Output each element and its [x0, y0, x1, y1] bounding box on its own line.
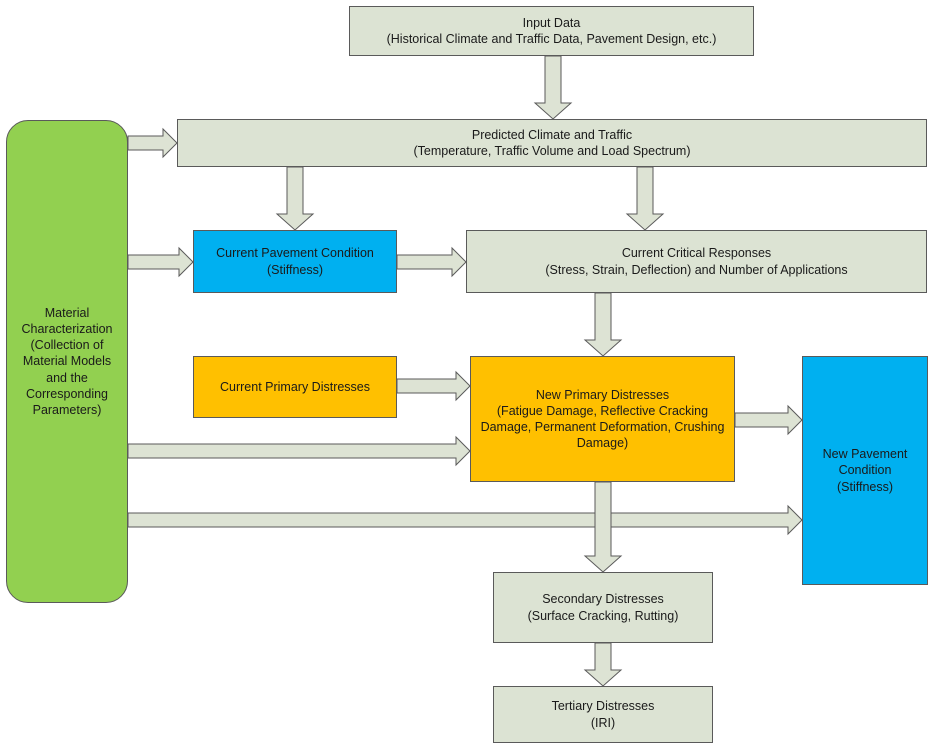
new-primary-line-1: New Primary Distresses: [535, 387, 670, 402]
material-characterization-box: Material Characterization (Collection of…: [6, 120, 128, 603]
new-primary-line-2: (Fatigue Damage, Reflective Cracking: [496, 403, 709, 418]
current-responses-detail: (Stress, Strain, Deflection) and Number …: [545, 262, 848, 277]
current-pavement-detail: (Stiffness): [266, 262, 324, 277]
arrow-pavement-to-responses: [396, 246, 467, 278]
arrow-currentprimary-to-new: [396, 370, 471, 402]
arrow-material-to-predicted: [127, 127, 178, 159]
arrow-predicted-to-pavement: [275, 166, 315, 231]
predicted-climate-title: Predicted Climate and Traffic: [471, 127, 633, 142]
arrow-material-to-pavement: [127, 246, 194, 278]
arrow-responses-to-newprimary: [583, 292, 623, 357]
current-critical-responses-box: Current Critical Responses (Stress, Stra…: [466, 230, 927, 293]
new-primary-line-4: Damage): [576, 436, 629, 451]
material-line-2: Characterization: [21, 321, 113, 336]
input-data-detail: (Historical Climate and Traffic Data, Pa…: [386, 32, 717, 46]
predicted-climate-detail: (Temperature, Traffic Volume and Load Sp…: [413, 144, 691, 158]
new-pavement-line-2: Condition: [838, 463, 892, 478]
secondary-detail: (Surface Cracking, Rutting): [527, 608, 679, 623]
current-pavement-title: Current Pavement Condition: [216, 246, 374, 261]
arrow-newprimary-to-newpavement: [734, 404, 803, 436]
new-pavement-condition-box: New Pavement Condition (Stiffness): [802, 356, 928, 585]
arrow-input-to-predicted: [533, 55, 573, 120]
secondary-title: Secondary Distresses: [542, 592, 664, 607]
new-pavement-line-1: New Pavement: [822, 447, 908, 462]
material-line-1: Material: [44, 305, 90, 320]
tertiary-title: Tertiary Distresses: [551, 699, 655, 714]
input-data-box: Input Data (Historical Climate and Traff…: [349, 6, 754, 56]
material-line-3: (Collection of: [30, 338, 104, 353]
current-primary-distresses-box: Current Primary Distresses: [193, 356, 397, 418]
new-primary-line-3: Damage, Permanent Deformation, Crushing: [480, 420, 725, 434]
current-responses-title: Current Critical Responses: [621, 246, 772, 261]
new-pavement-line-3: (Stiffness): [836, 479, 894, 494]
material-line-7: Parameters): [32, 403, 102, 418]
secondary-distresses-box: Secondary Distresses (Surface Cracking, …: [493, 572, 713, 643]
current-primary-title: Current Primary Distresses: [219, 379, 371, 394]
arrow-material-to-newprimary: [127, 435, 471, 467]
current-pavement-condition-box: Current Pavement Condition (Stiffness): [193, 230, 397, 293]
new-primary-distresses-box: New Primary Distresses (Fatigue Damage, …: [470, 356, 735, 482]
predicted-climate-box: Predicted Climate and Traffic (Temperatu…: [177, 119, 927, 167]
arrow-newprimary-to-secondary: [583, 481, 623, 573]
material-line-6: Corresponding: [26, 386, 108, 401]
tertiary-detail: (IRI): [590, 715, 616, 730]
material-line-4: Material Models: [22, 354, 112, 369]
input-data-title: Input Data: [522, 15, 581, 30]
arrow-predicted-to-responses: [625, 166, 665, 231]
arrow-secondary-to-tertiary: [583, 642, 623, 687]
material-line-5: and the: [46, 370, 88, 385]
arrow-material-to-newpavement: [127, 504, 803, 536]
tertiary-distresses-box: Tertiary Distresses (IRI): [493, 686, 713, 743]
